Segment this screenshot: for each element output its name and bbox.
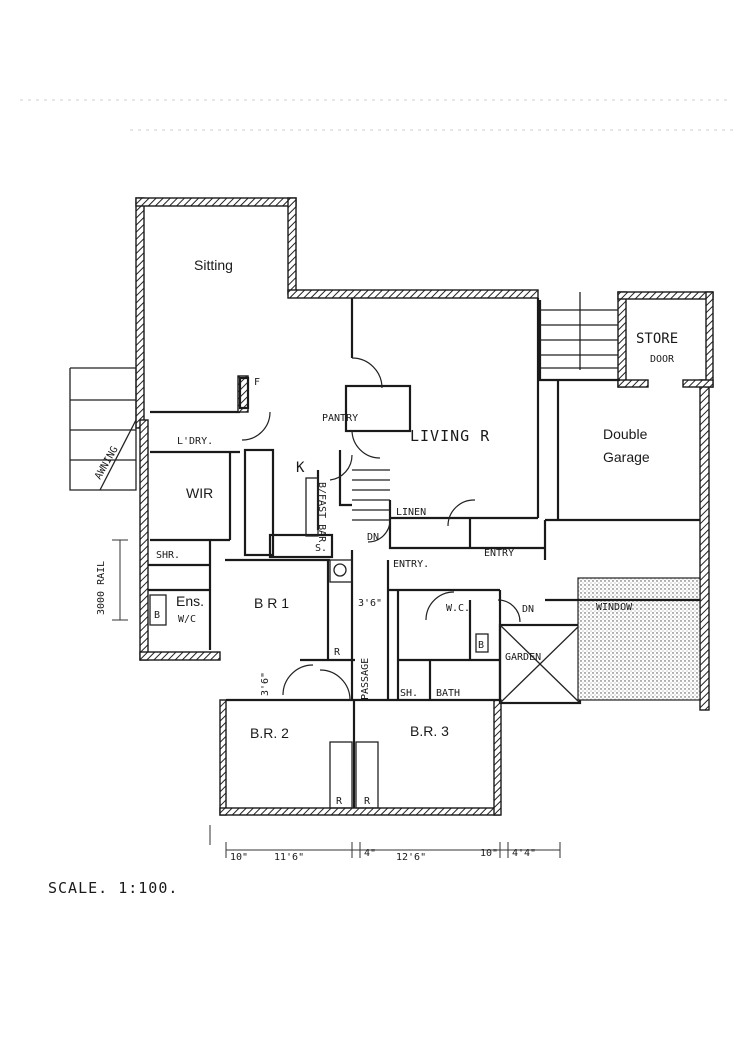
outer-walls xyxy=(135,197,714,816)
door-swings xyxy=(241,357,521,701)
door-width-label: 3'6" xyxy=(260,672,271,696)
room-label-kitchen: K xyxy=(296,460,305,476)
room-label-entry-2: ENTRY xyxy=(484,548,514,559)
room-label-store: STORE xyxy=(636,331,678,347)
room-label-bath: BATH xyxy=(436,688,460,699)
room-label-br2: B.R. 2 xyxy=(250,725,289,741)
room-label-wir: WIR xyxy=(186,485,213,501)
room-label-entry-1: ENTRY. xyxy=(393,559,429,570)
room-label-br1: B R 1 xyxy=(254,595,289,611)
room-label-garden: GARDEN xyxy=(505,652,541,663)
robe-label: R xyxy=(336,796,343,807)
dim-label: 11'6" xyxy=(274,852,304,863)
side-dimension-label: 3000 RAIL xyxy=(96,561,107,615)
stair-label-down: DN xyxy=(367,532,379,543)
robe-label: R xyxy=(364,796,371,807)
dim-label: 4" xyxy=(364,848,376,859)
room-label-br3: B.R. 3 xyxy=(410,723,449,739)
room-label-shower: SHR. xyxy=(156,550,180,561)
room-label-pantry: PANTRY xyxy=(322,413,358,424)
room-label-laundry: L'DRY. xyxy=(177,436,213,447)
room-label-store-door: DOOR xyxy=(650,354,675,365)
dim-label: 12'6" xyxy=(396,852,426,863)
stair-label-down: DN xyxy=(522,604,534,615)
room-label-double-garage-line1: Double xyxy=(603,426,648,442)
room-label-passage: PASSAGE xyxy=(360,658,371,700)
interior-walls xyxy=(69,292,701,809)
fixture-label-b: B xyxy=(154,610,160,621)
dim-label: 10" xyxy=(480,848,498,859)
room-label-wc: W.C. xyxy=(446,603,470,614)
room-label-linen: LINEN xyxy=(396,507,426,518)
dim-label: 10" xyxy=(230,852,248,863)
room-label-ensuite-wc: W/C xyxy=(178,614,196,625)
room-label-sitting: Sitting xyxy=(194,257,233,273)
fixture-label-s: S. xyxy=(315,543,327,554)
room-label-living: LIVING R xyxy=(410,427,490,445)
fixture-label-f: F xyxy=(254,377,260,388)
scale-note: SCALE. 1:100. xyxy=(48,879,178,897)
fixture-label-b2: B xyxy=(478,640,484,651)
bottom-dimension-line xyxy=(209,825,561,858)
dim-label: 4'4" xyxy=(512,848,536,859)
room-label-bfast-bar: B/FAST BAR xyxy=(316,482,327,543)
note-carport-window: WINDOW xyxy=(596,602,633,613)
room-label-shower-main: SH. xyxy=(400,688,418,699)
room-label-double-garage-line2: Garage xyxy=(603,449,650,465)
passage-width-label: 3'6" xyxy=(358,598,382,609)
room-label-ensuite: Ens. xyxy=(176,593,204,609)
robe-label: R xyxy=(334,647,341,658)
